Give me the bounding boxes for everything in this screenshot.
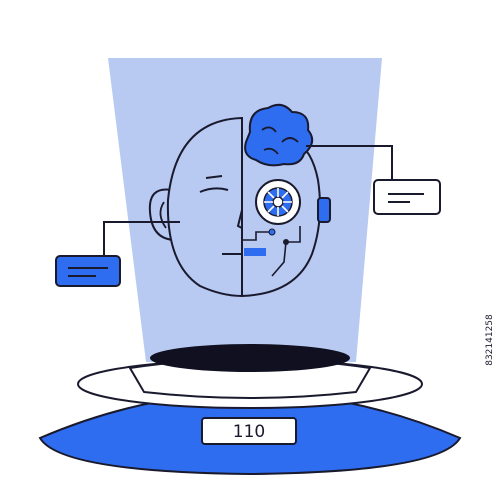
pedestal-label: 110 [233,422,265,442]
callout-left [55,221,180,287]
brain-fold-1 [261,126,277,133]
circuit-pad [244,248,266,256]
human-eye [199,187,229,193]
brain-icon [244,103,314,167]
head-outline [166,116,243,298]
side-code: 832141258 [485,314,495,366]
circuit-trace-1 [242,231,270,241]
brain-fold-3 [263,147,279,155]
human-eyebrow [205,175,223,179]
info-box-right [373,179,441,215]
brain-fold-2 [281,137,299,143]
pedestal: 110 [38,344,462,476]
circuit-node-1 [268,228,276,236]
nose-line [236,209,243,229]
info-box-left [55,255,121,287]
robot-eye-icon [255,179,301,225]
ear-inner [159,201,167,229]
circuit-trace-3 [271,241,287,277]
pedestal-label-plate [201,417,297,445]
robot-head [148,103,331,298]
projector-hole [150,344,350,372]
circuit-trace-2 [286,226,301,243]
robot-ear-bolt [317,197,331,223]
callout-right [306,145,441,215]
